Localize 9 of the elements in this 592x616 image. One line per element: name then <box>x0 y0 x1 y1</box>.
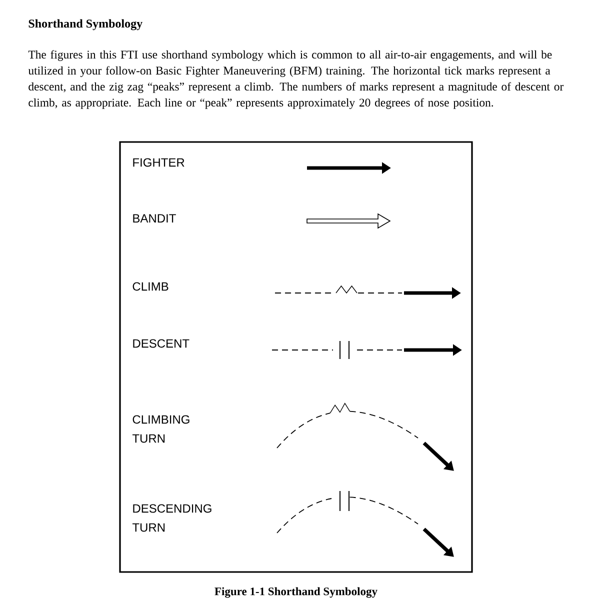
section-heading: Shorthand Symbology <box>28 19 142 30</box>
symbol-label: CLIMB <box>132 282 168 291</box>
symbol-label: BANDIT <box>133 214 176 222</box>
figure-caption: Figure 1-1 Shorthand Symbology <box>214 587 378 598</box>
symbol-label: CLIMBING TURN <box>132 415 190 443</box>
symbol-label: FIGHTER <box>133 158 184 167</box>
symbol-label: DESCENDING TURN <box>132 504 212 532</box>
symbol-label: DESCENT <box>133 339 190 348</box>
paragraph: The figures in this FTI use shorthand symbology which is common to all air-to-air engagements, and will be utilized in your follow-on Basic Fighter Maneuvering (BFM) training. The horizontal tick marks represent a descent, and the zig zag “peaks” represent a climb. The numbers of marks represent a magnitude of descent or climb, as appropriate. Each line or “peak” represents approximately 20 degrees of nose position. <box>28 50 564 109</box>
